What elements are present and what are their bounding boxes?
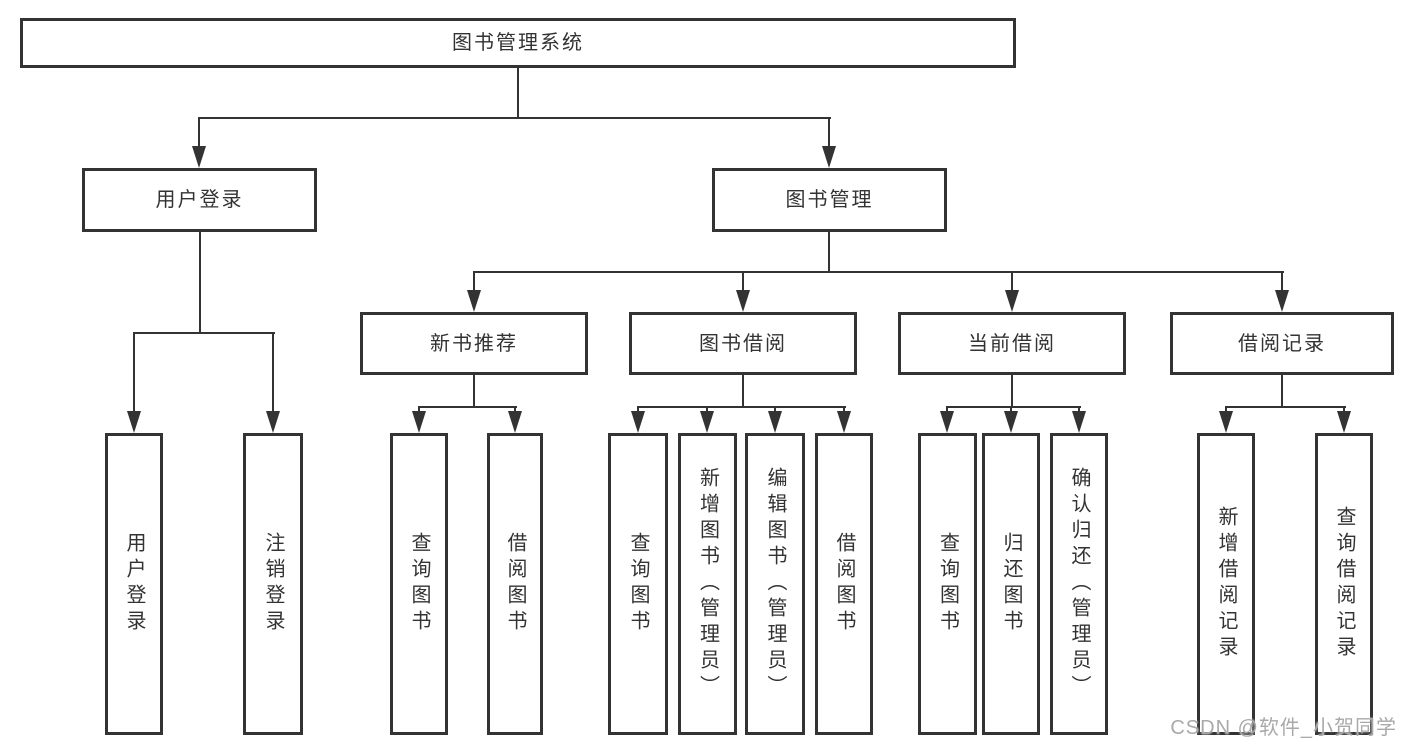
connector-drop-book-management <box>828 117 830 148</box>
node-leaf-borrow-books-recommend: 借阅图书 <box>487 433 543 735</box>
connector-drop-leaf <box>133 332 135 413</box>
leaf-label: 新增图书（管理员） <box>696 467 719 701</box>
leaf-label: 归还图书 <box>1000 532 1022 636</box>
connector-drop-leaf <box>637 406 639 413</box>
arrow-down-icon <box>127 411 141 433</box>
arrow-down-icon <box>631 411 645 433</box>
node-new-book-recommend: 新书推荐 <box>360 312 588 375</box>
node-leaf-user-login: 用户登录 <box>105 433 163 735</box>
arrow-down-icon <box>467 290 481 312</box>
node-leaf-edit-book-admin: 编辑图书（管理员） <box>745 433 805 735</box>
connector-user-login-stem <box>199 232 201 333</box>
connector-current-borrow-stem <box>1011 375 1013 408</box>
connector-drop-module <box>1011 271 1013 292</box>
node-borrow-records-label: 借阅记录 <box>1238 332 1326 355</box>
arrow-down-icon <box>940 411 954 433</box>
node-leaf-add-borrow-record: 新增借阅记录 <box>1197 433 1255 735</box>
leaf-label: 借阅图书 <box>833 532 855 636</box>
arrow-down-icon <box>1072 411 1086 433</box>
leaf-label: 用户登录 <box>123 532 145 636</box>
arrow-down-icon <box>412 411 426 433</box>
node-user-login-label: 用户登录 <box>155 189 244 211</box>
connector-root-bar <box>198 117 831 119</box>
node-book-borrow-label: 图书借阅 <box>699 332 787 355</box>
arrow-down-icon <box>822 146 836 168</box>
connector-drop-module <box>1281 271 1283 292</box>
leaf-label: 借阅图书 <box>504 532 526 636</box>
connector-book-management-bar <box>473 271 1284 273</box>
arrow-down-icon <box>736 290 750 312</box>
connector-drop-leaf <box>1225 406 1227 413</box>
node-current-borrow-label: 当前借阅 <box>968 332 1056 355</box>
node-borrow-records: 借阅记录 <box>1170 312 1394 375</box>
node-book-management: 图书管理 <box>712 168 947 232</box>
arrow-down-icon <box>837 411 851 433</box>
connector-new-book-stem <box>473 375 475 408</box>
node-leaf-query-borrow-record: 查询借阅记录 <box>1315 433 1373 735</box>
connector-drop-leaf <box>514 406 516 413</box>
arrow-down-icon <box>508 411 522 433</box>
leaf-label: 查询借阅记录 <box>1333 506 1355 662</box>
connector-drop-module <box>473 271 475 292</box>
leaf-label: 查询图书 <box>408 532 430 636</box>
node-leaf-query-books-recommend: 查询图书 <box>390 433 448 735</box>
leaf-label: 编辑图书（管理员） <box>764 467 786 701</box>
connector-drop-leaf <box>1343 406 1345 413</box>
arrow-down-icon <box>1337 411 1351 433</box>
leaf-label: 注销登录 <box>262 532 284 636</box>
node-leaf-query-books-current: 查询图书 <box>918 433 977 735</box>
arrow-down-icon <box>192 146 206 168</box>
arrow-down-icon <box>1275 290 1289 312</box>
node-current-borrow: 当前借阅 <box>898 312 1126 375</box>
connector-book-management-stem <box>828 232 830 273</box>
connector-book-borrow-stem <box>742 375 744 408</box>
leaf-label: 查询图书 <box>627 532 649 636</box>
connector-drop-leaf <box>1078 406 1080 413</box>
node-new-book-recommend-label: 新书推荐 <box>430 332 518 355</box>
connector-book-borrow-bar <box>637 406 846 408</box>
node-leaf-logout: 注销登录 <box>243 433 303 735</box>
connector-user-login-bar <box>133 332 275 334</box>
leaf-label: 确认归还（管理员） <box>1068 467 1090 701</box>
connector-drop-leaf <box>774 406 776 413</box>
arrow-down-icon <box>1004 411 1018 433</box>
arrow-down-icon <box>266 411 280 433</box>
node-leaf-query-books-borrow: 查询图书 <box>608 433 668 735</box>
connector-borrow-records-bar <box>1225 406 1346 408</box>
connector-drop-leaf <box>706 406 708 413</box>
connector-root-stem <box>517 68 519 118</box>
watermark-text: CSDN @软件_小贺同学 <box>1170 717 1397 739</box>
arrow-down-icon <box>700 411 714 433</box>
connector-current-borrow-bar <box>946 406 1081 408</box>
node-user-login: 用户登录 <box>82 168 317 232</box>
connector-new-book-bar <box>418 406 517 408</box>
arrow-down-icon <box>1219 411 1233 433</box>
node-leaf-return-books: 归还图书 <box>982 433 1040 735</box>
node-leaf-add-book-admin: 新增图书（管理员） <box>678 433 737 735</box>
connector-drop-leaf <box>1010 406 1012 413</box>
node-root: 图书管理系统 <box>20 18 1016 68</box>
leaf-label: 查询图书 <box>936 532 959 636</box>
node-leaf-confirm-return-admin: 确认归还（管理员） <box>1050 433 1108 735</box>
arrow-down-icon <box>768 411 782 433</box>
connector-drop-user-login <box>198 117 200 148</box>
connector-drop-module <box>742 271 744 292</box>
arrow-down-icon <box>1005 290 1019 312</box>
node-root-label: 图书管理系统 <box>452 32 584 54</box>
node-book-borrow: 图书借阅 <box>629 312 857 375</box>
connector-drop-leaf <box>418 406 420 413</box>
node-leaf-borrow-books: 借阅图书 <box>815 433 873 735</box>
connector-drop-leaf <box>843 406 845 413</box>
connector-drop-leaf <box>272 332 274 413</box>
connector-drop-leaf <box>946 406 948 413</box>
node-book-management-label: 图书管理 <box>785 189 874 211</box>
connector-borrow-records-stem <box>1281 375 1283 408</box>
leaf-label: 新增借阅记录 <box>1215 506 1237 662</box>
